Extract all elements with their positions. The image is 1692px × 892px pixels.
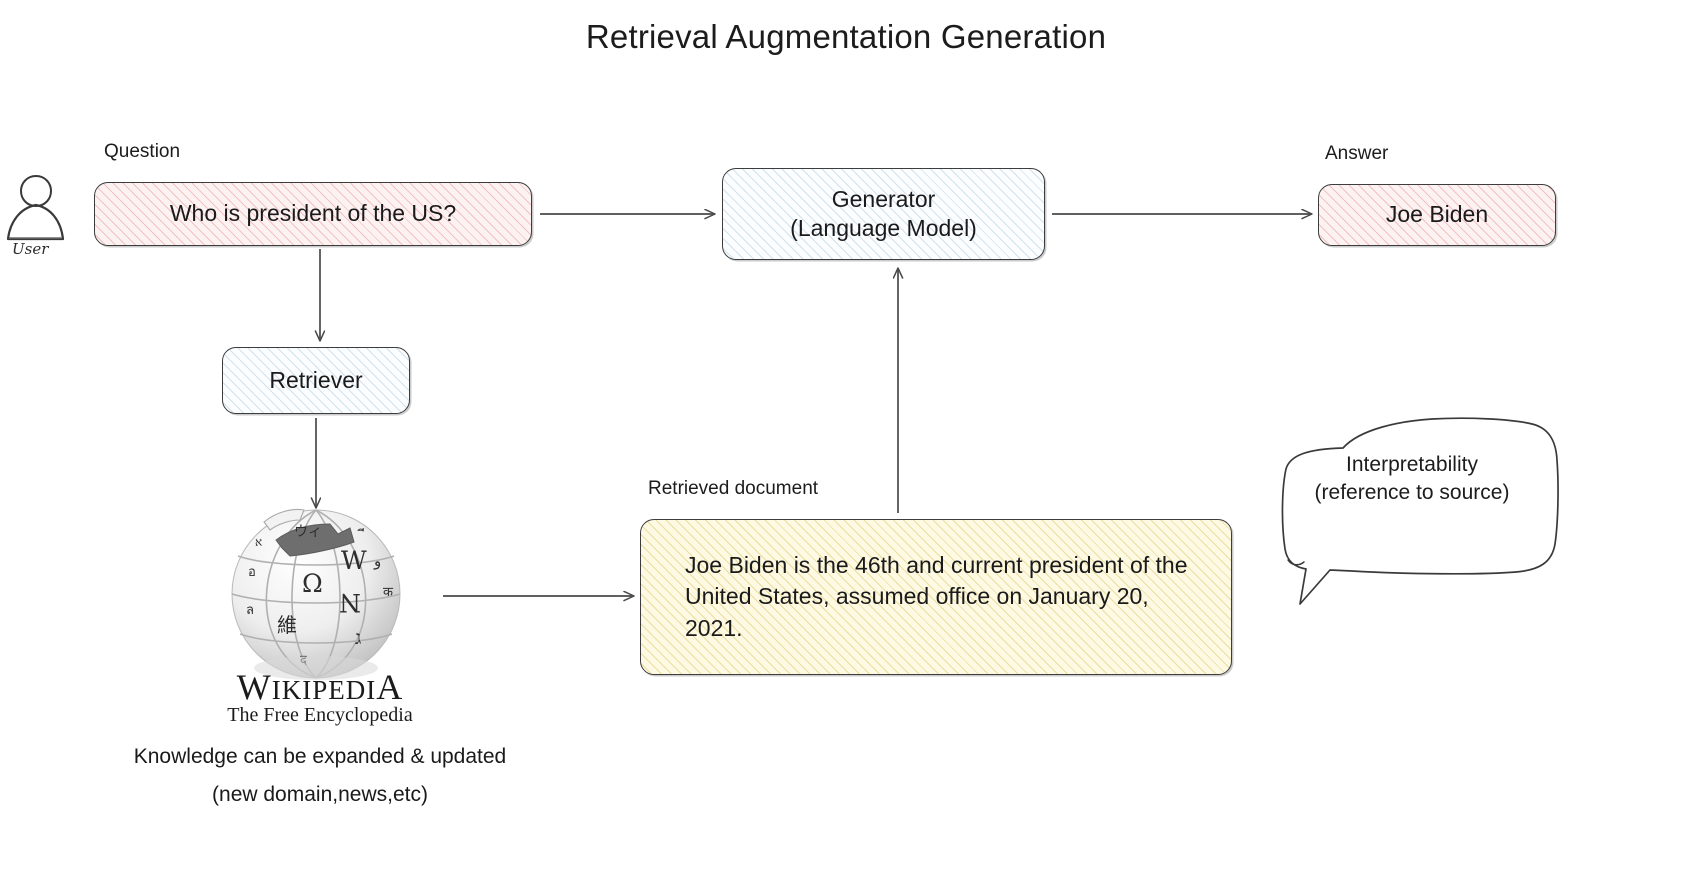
svg-text:ี: ี xyxy=(357,528,364,532)
svg-text:क: क xyxy=(383,585,394,600)
svg-text:維: 維 xyxy=(277,613,297,637)
svg-text:N: N xyxy=(339,588,361,617)
svg-text:Ω: Ω xyxy=(302,569,323,598)
wikipedia-wordmark-a: A xyxy=(376,667,404,707)
generator-text: Generator (Language Model) xyxy=(790,185,977,244)
generator-line-1: Generator xyxy=(831,185,936,212)
answer-label: Answer xyxy=(1325,143,1389,164)
callout-line-1: Interpretability xyxy=(1346,453,1478,476)
wikipedia-wordmark: WIKIPEDIA xyxy=(150,666,490,708)
question-label: Question xyxy=(104,141,181,162)
interpretability-callout-text: Interpretability (reference to source) xyxy=(1262,451,1562,506)
question-box[interactable]: Who is president of the US? xyxy=(94,182,532,246)
svg-text:W: W xyxy=(341,546,367,575)
answer-box[interactable]: Joe Biden xyxy=(1318,184,1556,246)
wikipedia-wordmark-w: W xyxy=(236,667,272,707)
retriever-box[interactable]: Retriever xyxy=(222,347,410,414)
question-text: Who is president of the US? xyxy=(169,200,457,227)
user-person-icon xyxy=(6,174,65,241)
wikipedia-globe-icon: Ω W N 維 ג ウィ ี و อ ล द क א xyxy=(231,508,401,680)
callout-line-2: (reference to source) xyxy=(1314,480,1510,504)
generator-line-2: (Language Model) xyxy=(790,215,977,241)
svg-text:ウィ: ウィ xyxy=(294,524,322,540)
svg-text:ล: ล xyxy=(246,603,254,618)
generator-box[interactable]: Generator (Language Model) xyxy=(722,168,1045,260)
user-label: User xyxy=(12,240,49,258)
svg-text:อ: อ xyxy=(248,565,256,580)
wikipedia-wordmark-rest: IKIPEDI xyxy=(271,675,377,705)
page-title: Retrieval Augmentation Generation xyxy=(585,18,1107,55)
knowledge-note-line-2: (new domain,news,etc) xyxy=(212,783,428,806)
knowledge-note-line-1: Knowledge can be expanded & updated xyxy=(133,745,507,768)
svg-text:א: א xyxy=(255,535,262,549)
retriever-text: Retriever xyxy=(269,366,363,393)
interpretability-callout-bubble xyxy=(1281,417,1559,605)
wikipedia-tagline: The Free Encyclopedia xyxy=(227,704,413,726)
retrieved-document-text: Joe Biden is the 46th and current presid… xyxy=(685,552,1188,641)
retrieved-document-label: Retrieved document xyxy=(648,478,819,499)
svg-text:ג: ג xyxy=(355,627,361,649)
retrieved-document-box[interactable]: Joe Biden is the 46th and current presid… xyxy=(640,519,1232,675)
answer-text: Joe Biden xyxy=(1385,201,1489,228)
svg-text:و: و xyxy=(373,552,381,570)
